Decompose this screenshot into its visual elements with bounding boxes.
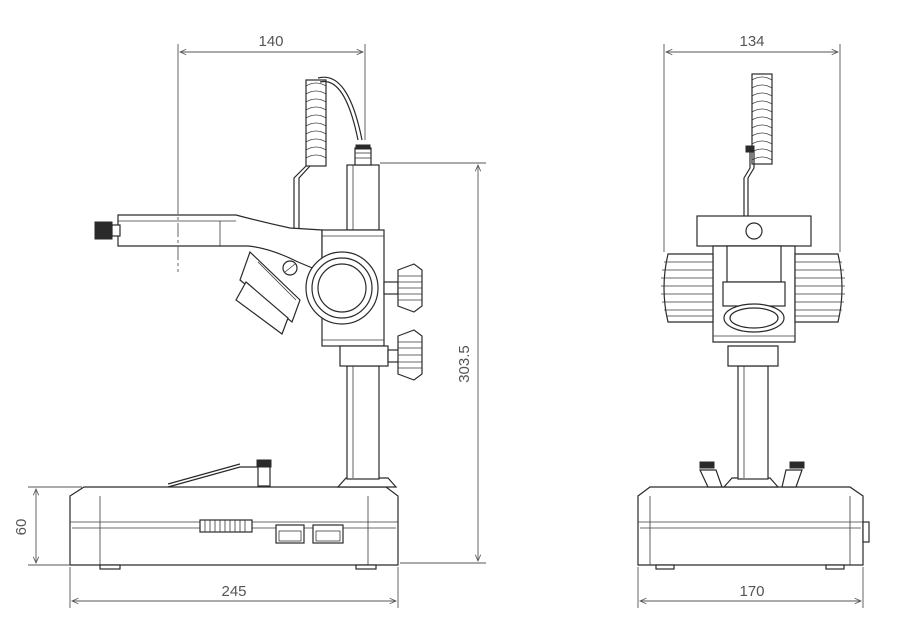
front-dimensions: 134 170 [637,33,864,608]
side-focus-block [305,229,423,381]
side-pillar [336,144,398,488]
front-pillar [722,345,780,488]
side-view: 140 303.5 60 245 [13,33,486,608]
side-dimensions: 140 303.5 60 245 [13,33,486,608]
side-base [69,459,399,570]
side-switch-1 [275,524,305,544]
front-holder [696,215,812,343]
front-coil-cable [743,73,773,216]
front-knob-right [794,253,845,323]
dim-side-height: 303.5 [456,345,473,383]
front-view: 134 170 [637,33,870,608]
side-grip [199,519,253,533]
front-base [637,461,870,570]
side-switch-2 [312,524,344,544]
dim-side-top-width: 140 [258,33,283,50]
side-coil-cable [293,76,363,228]
side-arm [94,214,323,335]
dim-side-base-height: 60 [13,519,30,536]
dim-front-base-width: 170 [739,583,764,600]
dim-side-base-width: 245 [221,583,246,600]
dim-front-top-width: 134 [739,33,764,50]
front-knob-left [661,253,714,323]
